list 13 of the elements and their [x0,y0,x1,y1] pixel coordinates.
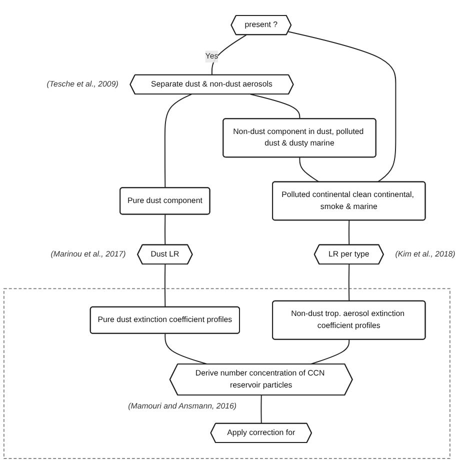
connector [164,333,208,365]
connector [164,214,166,246]
connector [260,394,262,424]
connector [348,220,350,246]
connector [299,156,320,182]
connector [348,264,350,302]
cluster [3,288,450,460]
connector [288,31,396,182]
connector [164,264,166,308]
connector [164,94,192,188]
connector [250,94,300,120]
connector [211,34,247,76]
connector [310,339,350,365]
